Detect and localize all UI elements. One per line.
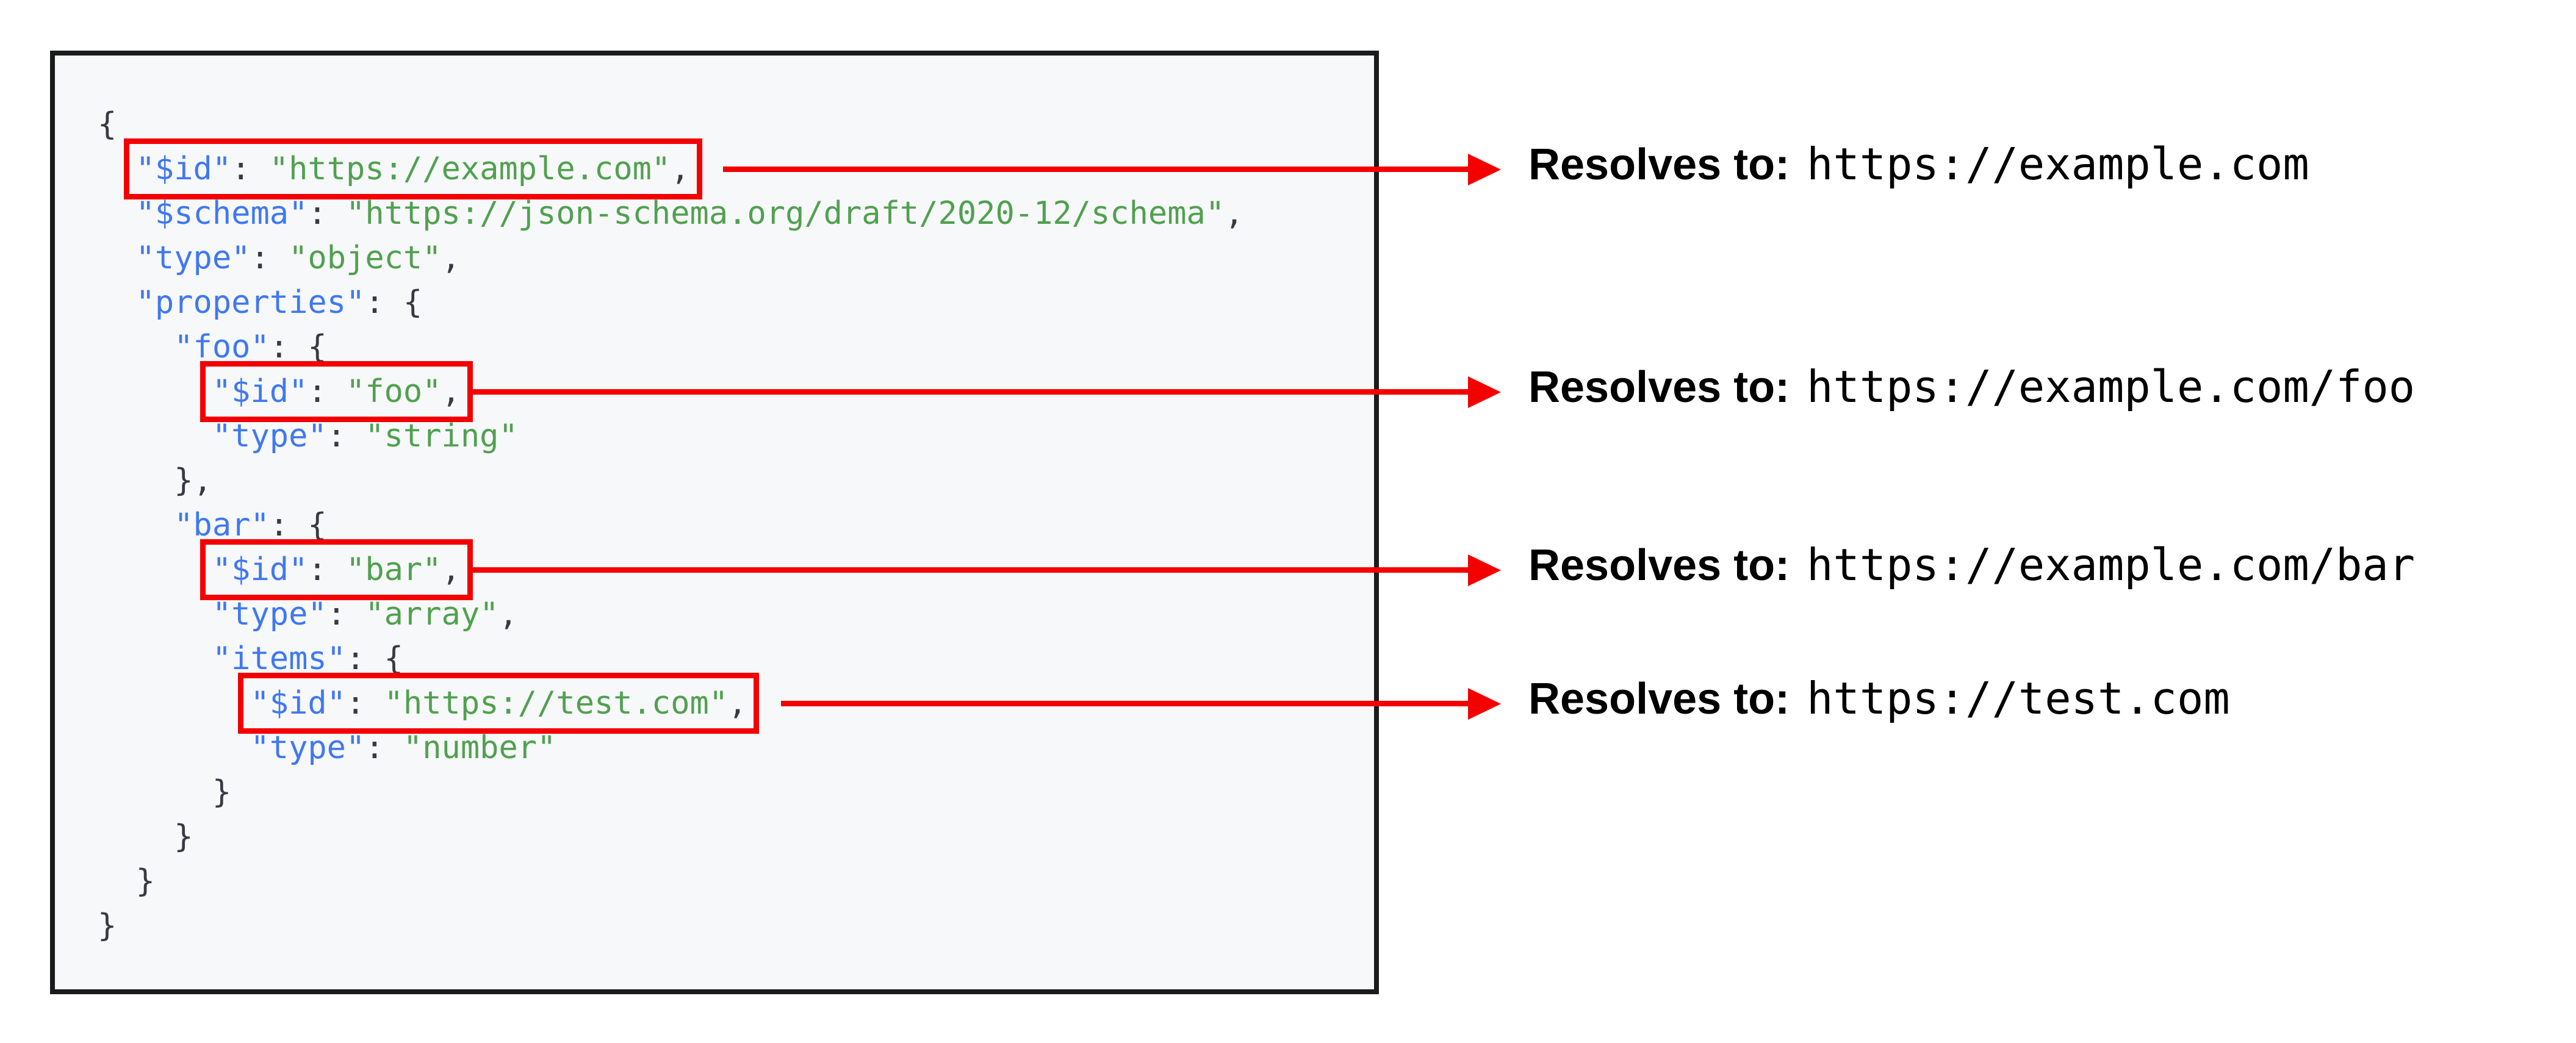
id-highlight-box: "$id": "https://test.com",: [238, 673, 760, 734]
code-token-punct: :: [308, 195, 347, 232]
code-token-punct: : {: [365, 284, 423, 321]
code-token-punct: :: [308, 551, 347, 588]
resolves-to-label: Resolves to:: [1528, 140, 1790, 189]
resolve-annotation: Resolves to: https://example.com/foo: [1528, 361, 2415, 422]
code-line: "type": "array",: [98, 592, 1243, 637]
code-token-str: "object": [289, 240, 442, 276]
code-line: }: [98, 859, 1243, 904]
code-line: "properties": {: [98, 281, 1243, 325]
resolved-uri-value: https://test.com: [1807, 673, 2230, 724]
resolved-uri-value: https://example.com/bar: [1807, 539, 2416, 590]
code-token-key: "type": [250, 729, 365, 766]
arrowhead-icon: [1468, 554, 1501, 586]
code-token-punct: ,: [441, 373, 461, 410]
code-token-punct: ,: [1225, 195, 1244, 232]
arrowhead-icon: [1468, 376, 1501, 408]
code-token-key: "$id": [212, 551, 308, 588]
code-token-punct: :: [250, 240, 289, 276]
code-token-key: "type": [135, 240, 251, 276]
code-token-punct: :: [326, 418, 365, 454]
resolve-annotation: Resolves to: https://test.com: [1528, 673, 2230, 734]
id-highlight-box: "$id": "https://example.com",: [123, 138, 702, 199]
code-line: "$id": "https://test.com",: [98, 673, 1243, 734]
code-token-str: "bar": [346, 551, 442, 588]
arrowhead-icon: [1468, 688, 1501, 720]
code-token-key: "foo": [174, 329, 270, 365]
code-token-punct: :: [365, 729, 403, 766]
code-token-punct: }: [174, 819, 193, 855]
code-token-key: "$id": [212, 373, 308, 410]
code-line: "$id": "bar",: [98, 539, 1243, 600]
code-token-punct: :: [346, 685, 384, 722]
resolve-arrow-connector: [781, 688, 1501, 720]
code-token-str: "array": [365, 596, 499, 633]
code-token-str: "https://example.com": [269, 151, 671, 187]
code-line: "type": "object",: [98, 236, 1243, 281]
code-line: "foo": {: [98, 325, 1243, 370]
code-token-key: "$schema": [135, 195, 308, 232]
code-token-punct: }: [135, 863, 155, 900]
code-line: "bar": {: [98, 503, 1243, 548]
code-token-punct: : {: [269, 329, 327, 365]
code-token-str: "https://test.com": [384, 685, 729, 722]
code-token-punct: ,: [728, 685, 747, 722]
code-line: "$schema": "https://json-schema.org/draf…: [98, 192, 1244, 236]
code-token-punct: :: [326, 596, 365, 633]
code-token-punct: ,: [671, 151, 690, 187]
code-token-punct: ,: [441, 240, 461, 276]
code-box: [50, 51, 1379, 994]
code-token-key: "items": [212, 640, 346, 677]
code-token-key: "bar": [174, 507, 270, 543]
code-token-key: "$id": [250, 685, 346, 722]
code-line: "$id": "https://example.com",: [98, 138, 1243, 199]
resolve-annotation: Resolves to: https://example.com: [1528, 138, 2309, 199]
code-token-punct: }: [98, 908, 117, 944]
code-token-punct: : {: [269, 507, 327, 543]
code-line: "type": "number": [98, 726, 1243, 770]
id-highlight-box: "$id": "foo",: [200, 361, 473, 422]
code-token-punct: },: [174, 462, 212, 499]
id-highlight-box: "$id": "bar",: [200, 539, 473, 600]
resolve-arrow-connector: [723, 154, 1501, 185]
resolve-arrow-connector: [473, 554, 1501, 586]
code-line: "items": {: [98, 637, 1243, 681]
code-token-punct: : {: [346, 640, 403, 677]
resolves-to-label: Resolves to:: [1528, 541, 1790, 590]
code-token-punct: ,: [498, 596, 518, 633]
code-line: {: [98, 102, 1243, 147]
code-token-punct: :: [308, 373, 347, 410]
resolves-to-label: Resolves to:: [1528, 675, 1790, 723]
code-token-str: "string": [365, 418, 518, 454]
code-token-punct: {: [98, 106, 117, 143]
resolve-annotation: Resolves to: https://example.com/bar: [1528, 539, 2415, 600]
code-line: }: [98, 904, 1243, 948]
code-token-key: "type": [212, 596, 327, 633]
code-block: { "$id": "https://example.com", "$schema…: [98, 102, 1243, 948]
code-line: },: [98, 459, 1243, 503]
code-token-punct: :: [231, 151, 270, 187]
code-token-str: "https://json-schema.org/draft/2020-12/s…: [346, 195, 1225, 232]
arrowhead-icon: [1468, 154, 1501, 185]
code-token-key: "properties": [135, 284, 365, 321]
code-token-punct: ,: [441, 551, 461, 588]
code-token-key: "type": [212, 418, 327, 454]
code-token-str: "number": [403, 729, 556, 766]
code-line: "$id": "foo",: [98, 361, 1243, 422]
code-line: }: [98, 815, 1243, 859]
resolved-uri-value: https://example.com: [1807, 138, 2309, 190]
resolve-arrow-connector: [473, 376, 1501, 408]
code-line: }: [98, 770, 1243, 815]
code-token-key: "$id": [135, 151, 232, 187]
resolved-uri-value: https://example.com/foo: [1807, 361, 2416, 412]
code-line: "type": "string": [98, 414, 1243, 459]
resolves-to-label: Resolves to:: [1528, 363, 1790, 412]
code-token-punct: }: [212, 774, 232, 811]
code-token-str: "foo": [346, 373, 442, 410]
